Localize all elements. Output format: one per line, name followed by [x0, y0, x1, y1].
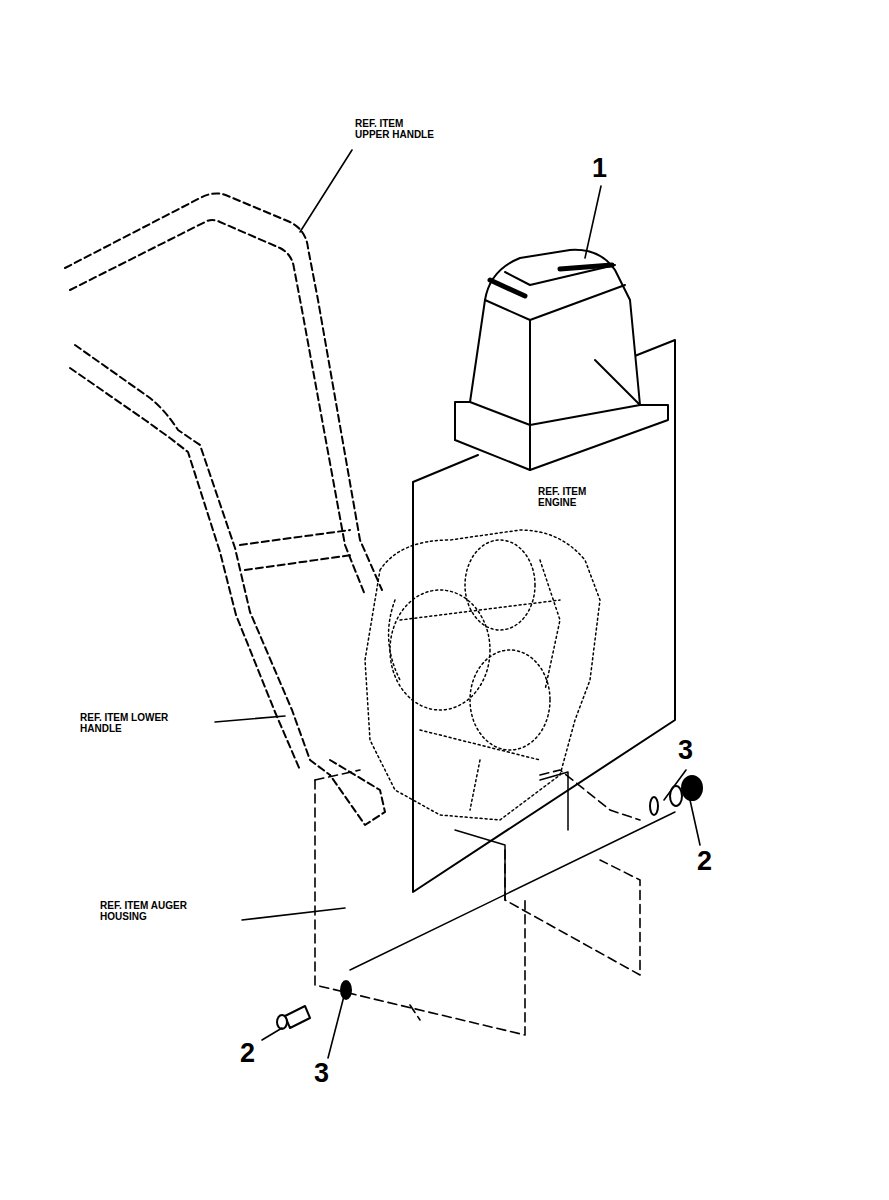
leader-line	[215, 150, 700, 1058]
lower-handle	[70, 345, 385, 825]
ref-label: REF. ITEM UPPER HANDLE	[355, 118, 439, 140]
callout-number: 1	[592, 155, 607, 182]
ref-label: REF. ITEM LOWER HANDLE	[80, 712, 170, 734]
bolt	[277, 981, 351, 1029]
engine	[365, 530, 600, 820]
callout-number: 2	[697, 848, 712, 875]
ref-label: REF. ITEM AUGER HOUSING	[100, 900, 190, 922]
ref-label: REF. ITEM ENGINE	[538, 486, 594, 508]
engine-shroud	[455, 250, 668, 470]
callout-number: 2	[240, 1040, 255, 1067]
auger-housing	[315, 770, 640, 1035]
bolt	[650, 776, 702, 815]
upper-handle	[65, 193, 382, 595]
assembly-line	[350, 812, 675, 970]
callout-number: 3	[314, 1060, 329, 1087]
callout-number: 3	[678, 737, 693, 764]
